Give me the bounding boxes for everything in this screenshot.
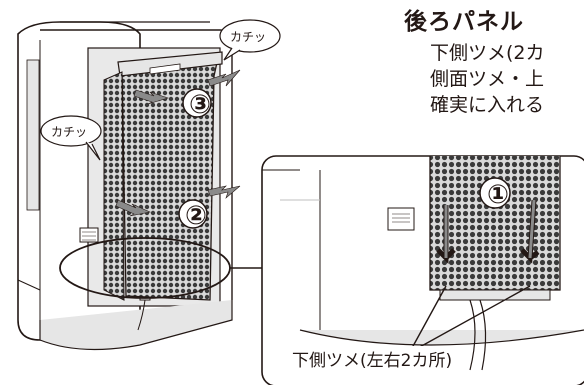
section-heading: 後ろパネル	[404, 9, 524, 35]
speech-bubble-icon: カチッ	[219, 19, 281, 61]
step-3-label: ③	[189, 90, 211, 120]
lower-tabs-caption: 下側ツメ(左右2カ所)	[292, 346, 453, 371]
instruction-line-1: 下側ツメ(2カ	[430, 42, 545, 64]
speech-bubble-icon: カチッ	[40, 115, 102, 161]
arrow-icon	[115, 69, 241, 217]
instruction-line-2: 側面ツメ・上	[430, 68, 545, 90]
click-callout-top: カチッ	[230, 30, 266, 44]
step-2-label: ②	[185, 201, 207, 231]
step-2-badge: ②	[178, 199, 208, 231]
click-callout-left: カチッ	[51, 125, 87, 139]
highlight-callout	[59, 237, 262, 299]
step-3-badge: ③	[182, 88, 212, 120]
instruction-text: 下側ツメ(2カ側面ツメ・上確実に入れる	[430, 40, 545, 118]
step-1-label: ①	[487, 180, 509, 210]
filter-panel	[103, 51, 223, 301]
instruction-line-3: 確実に入れる	[430, 94, 545, 116]
detail-panel: ①	[261, 155, 584, 385]
